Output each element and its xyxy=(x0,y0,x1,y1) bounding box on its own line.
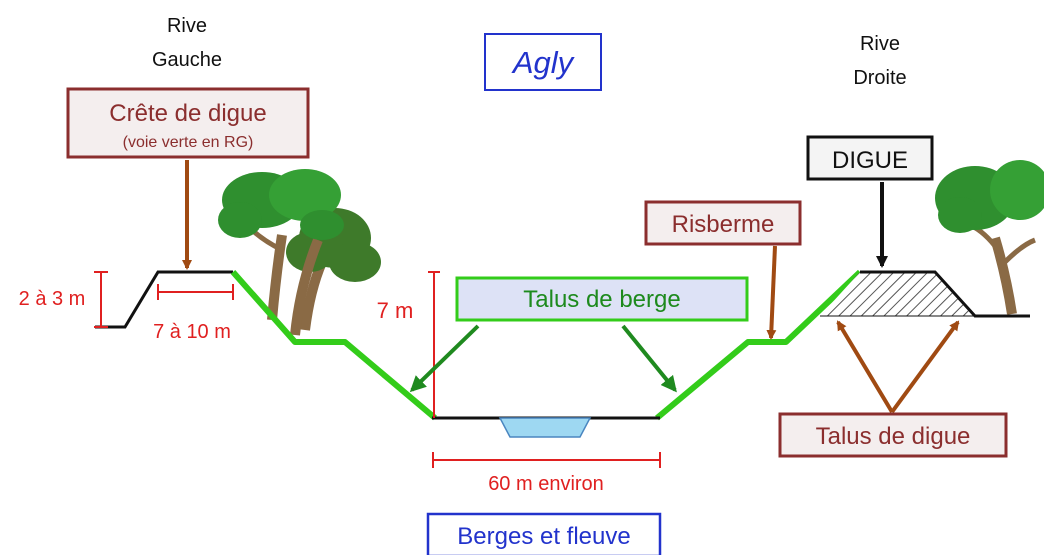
channel-width-dimension: 60 m environ xyxy=(432,452,661,495)
right-tree xyxy=(935,160,1044,315)
left-bank-slope xyxy=(230,270,437,421)
bank-height-dimension: 7 m xyxy=(377,271,440,418)
bank-slope-arrow-left xyxy=(409,324,480,393)
right-levee-body xyxy=(820,272,975,316)
water-body xyxy=(498,417,592,438)
right-bank-label-line1: Rive xyxy=(860,33,900,55)
left-levee-profile xyxy=(95,270,233,329)
berm-box: Risberme xyxy=(644,200,802,246)
levee-height-label: 2 à 3 m xyxy=(19,288,86,310)
levee-slope-label: Talus de digue xyxy=(816,423,971,450)
right-bank-label-line2: Droite xyxy=(853,67,906,89)
berm-arrow xyxy=(766,245,777,340)
levee-height-dimension: 2 à 3 m xyxy=(19,271,108,328)
bank-slope-box: Talus de berge xyxy=(455,276,749,322)
left-bank-label-line1: Rive xyxy=(167,15,207,37)
levee-box: DIGUE xyxy=(806,135,934,181)
levee-crest-subtitle: (voie verte en RG) xyxy=(123,134,254,151)
levee-label: DIGUE xyxy=(832,147,908,174)
footer-box: Berges et fleuve xyxy=(426,512,662,555)
right-levee-profile xyxy=(860,270,1030,318)
levee-slope-arrow-right xyxy=(890,320,960,414)
river-name-box: Agly xyxy=(484,33,602,91)
levee-slope-arrow-left xyxy=(836,320,894,414)
crest-width-dimension: 7 à 10 m xyxy=(153,284,234,343)
river-name: Agly xyxy=(511,45,576,80)
bank-slope-label: Talus de berge xyxy=(523,286,680,313)
levee-crest-title: Crête de digue xyxy=(109,100,266,127)
right-bank-slope xyxy=(655,269,863,421)
left-tree-front xyxy=(218,169,344,336)
levee-slope-box: Talus de digue xyxy=(778,412,1008,458)
footer-label: Berges et fleuve xyxy=(457,523,630,550)
bank-height-label: 7 m xyxy=(377,298,414,323)
berm-label: Risberme xyxy=(672,211,775,238)
levee-crest-box: Crête de digue (voie verte en RG) xyxy=(66,87,310,159)
channel-width-label: 60 m environ xyxy=(488,473,604,495)
crest-width-label: 7 à 10 m xyxy=(153,321,231,343)
bank-slope-arrow-right xyxy=(621,324,677,393)
left-bank-label-line2: Gauche xyxy=(152,49,222,71)
